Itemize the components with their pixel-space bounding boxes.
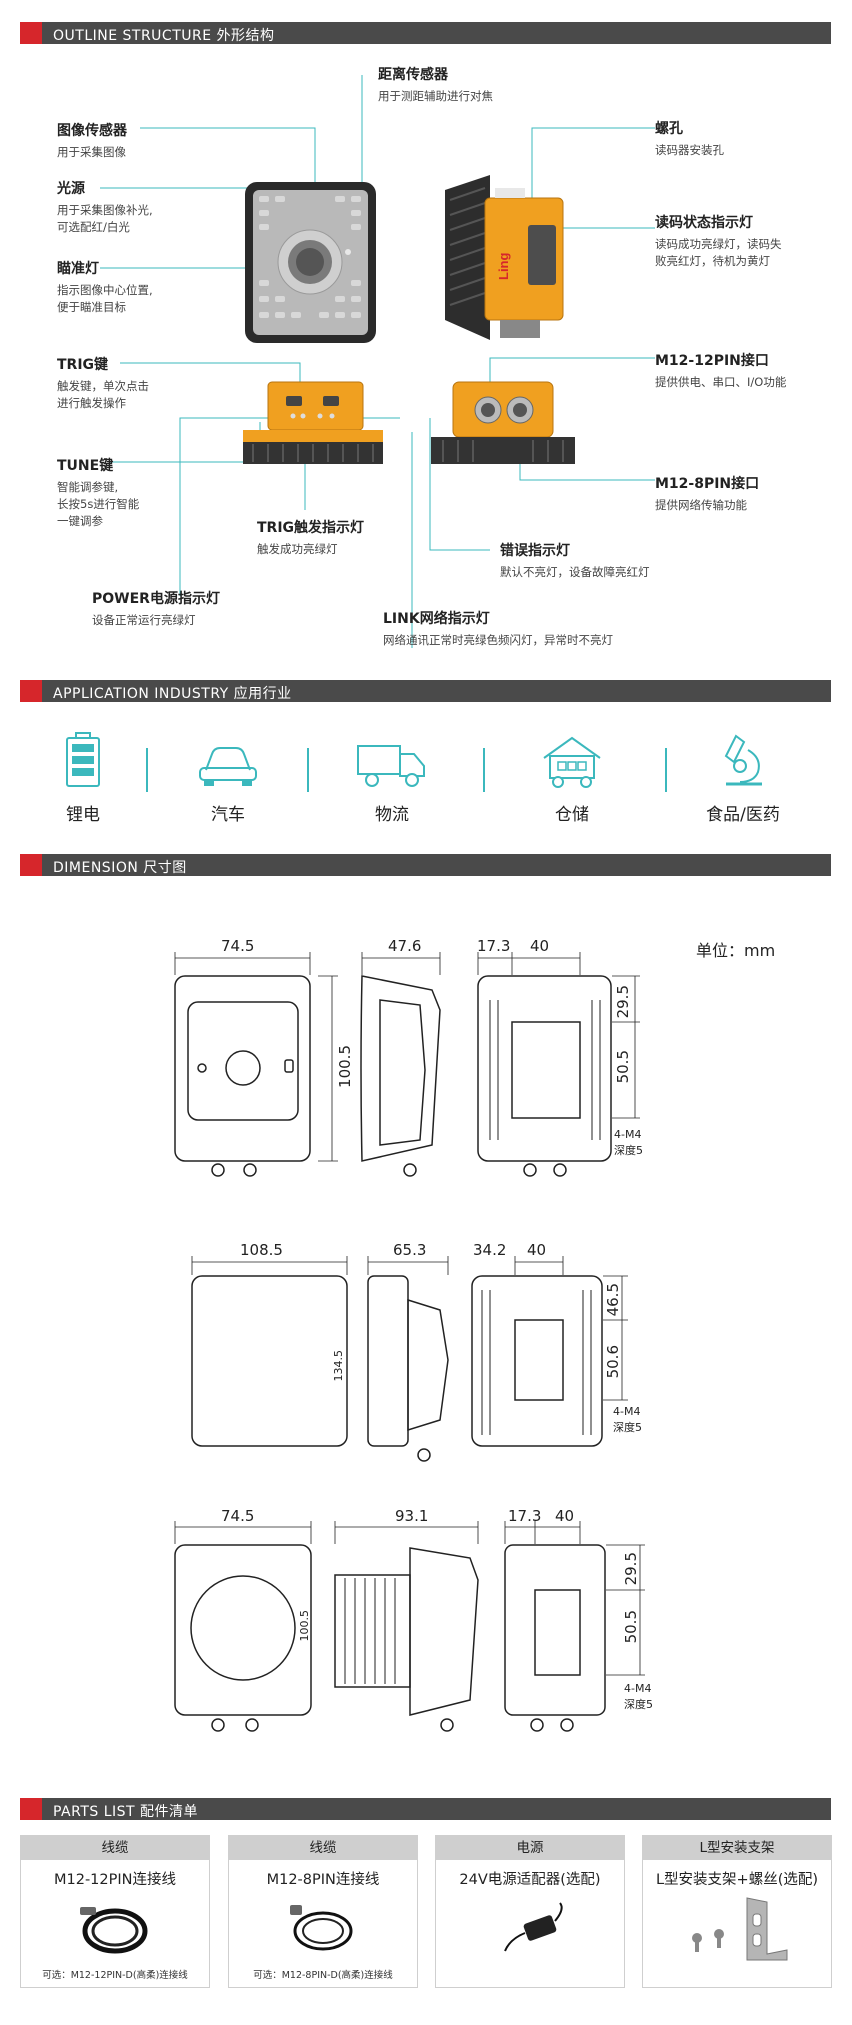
label-light-source: 光源 用于采集图像补光, 可选配红/白光	[57, 181, 153, 234]
label-trig-key: TRIG键 触发键，单次点击 进行触发操作	[57, 357, 149, 410]
dim-back-offset: 34.2	[473, 1241, 507, 1259]
device-angled-view: Ling	[440, 170, 570, 350]
part-card-8pin-cable: 线缆 M12-8PIN连接线 可选：M12-8PIN-D(高柔)连接线	[228, 1835, 418, 1988]
dim-back-v2: 50.5	[622, 1610, 640, 1644]
label-distance-sensor: 距离传感器 用于测距辅助进行对焦	[378, 67, 493, 103]
dim-side-width: 93.1	[395, 1507, 429, 1525]
section-title: DIMENSION 尺寸图	[53, 860, 187, 876]
dim-thread: 4-M4	[624, 1682, 652, 1695]
label-aimer: 瞄准灯 指示图像中心位置, 便于瞄准目标	[57, 261, 153, 314]
industry-food-pharma: 食品/医药	[683, 730, 803, 825]
dim-depth: 深度5	[624, 1698, 653, 1711]
label-m12-8pin: M12-8PIN接口 提供网络传输功能	[655, 476, 760, 512]
part-card-power-adapter: 电源 24V电源适配器(选配)	[435, 1835, 625, 1988]
svg-text:Ling: Ling	[496, 253, 511, 280]
warehouse-icon	[543, 736, 601, 788]
microscope-icon	[724, 734, 762, 786]
dim-back-v2: 50.6	[604, 1345, 622, 1379]
dim-back-offset: 17.3	[477, 937, 511, 955]
label-screw-hole: 螺孔 读码器安装孔	[655, 121, 724, 157]
device-connector-view	[428, 380, 578, 470]
separator	[307, 748, 309, 792]
car-icon	[199, 747, 257, 786]
dim-thread: 4-M4	[613, 1405, 641, 1418]
dim-back-v1: 29.5	[614, 985, 632, 1019]
industry-logistics: 物流	[332, 730, 452, 825]
label-error-led: 错误指示灯 默认不亮灯，设备故障亮红灯	[500, 543, 650, 579]
section-bar-outline: OUTLINE STRUCTURE 外形结构	[20, 22, 831, 44]
dim-front-height: 100.5	[298, 1610, 311, 1642]
industry-warehouse: 仓储	[512, 730, 632, 825]
dim-back-v1: 29.5	[622, 1552, 640, 1586]
dim-back-span: 40	[527, 1241, 547, 1259]
label-image-sensor: 图像传感器 用于采集图像	[57, 123, 127, 159]
bracket-icon	[692, 1897, 788, 1961]
industry-battery: 锂电	[23, 730, 143, 825]
dim-back-v2: 50.5	[614, 1050, 632, 1084]
section-title: APPLICATION INDUSTRY 应用行业	[53, 686, 292, 702]
dim-depth: 深度5	[613, 1421, 642, 1434]
label-trig-led: TRIG触发指示灯 触发成功亮绿灯	[257, 520, 365, 556]
cable-icon	[290, 1905, 353, 1951]
dim-back-offset: 17.3	[508, 1507, 542, 1525]
dim-back-span: 40	[555, 1507, 575, 1525]
label-tune-key: TUNE键 智能调参键, 长按5s进行智能 一键调参	[57, 458, 140, 528]
dim-back-span: 40	[530, 937, 550, 955]
label-power-led: POWER电源指示灯 设备正常运行亮绿灯	[92, 591, 220, 627]
section-bar-dimension: DIMENSION 尺寸图	[20, 854, 831, 876]
truck-icon	[357, 745, 425, 787]
section-bar-parts: PARTS LIST 配件清单	[20, 1798, 831, 1820]
separator	[146, 748, 148, 792]
dim-front-width: 108.5	[240, 1241, 283, 1259]
unit-label: 单位：mm	[696, 941, 776, 960]
dimension-drawings	[174, 952, 645, 1732]
dim-front-height: 134.5	[332, 1350, 345, 1382]
part-card-l-bracket: L型安装支架 L型安装支架+螺丝(选配)	[642, 1835, 832, 1988]
power-adapter-icon	[504, 1902, 563, 1952]
dim-side-width: 47.6	[388, 937, 422, 955]
section-title: OUTLINE STRUCTURE 外形结构	[53, 28, 275, 44]
device-front-view	[243, 180, 378, 345]
label-link-led: LINK网络指示灯 网络通讯正常时亮绿色频闪灯，异常时不亮灯	[383, 611, 613, 647]
section-title: PARTS LIST 配件清单	[53, 1804, 199, 1820]
dim-front-width: 74.5	[221, 937, 255, 955]
dim-depth: 深度5	[614, 1144, 643, 1157]
device-top-view	[238, 380, 388, 470]
battery-icon	[66, 732, 100, 787]
label-m12-12pin: M12-12PIN接口 提供供电、串口、I/O功能	[655, 353, 787, 389]
dim-thread: 4-M4	[614, 1128, 642, 1141]
section-bar-application: APPLICATION INDUSTRY 应用行业	[20, 680, 831, 702]
separator	[665, 748, 667, 792]
industry-auto: 汽车	[168, 730, 288, 825]
separator	[483, 748, 485, 792]
dim-front-width: 74.5	[221, 1507, 255, 1525]
dim-back-v1: 46.5	[604, 1283, 622, 1317]
dim-side-width: 65.3	[393, 1241, 427, 1259]
cable-icon	[80, 1907, 148, 1954]
part-card-12pin-cable: 线缆 M12-12PIN连接线 可选：M12-12PIN-D(高柔)连接线	[20, 1835, 210, 1988]
label-status-led: 读码状态指示灯 读码成功亮绿灯，读码失 败亮红灯，待机为黄灯	[655, 215, 782, 268]
dim-front-height: 100.5	[336, 1045, 354, 1088]
